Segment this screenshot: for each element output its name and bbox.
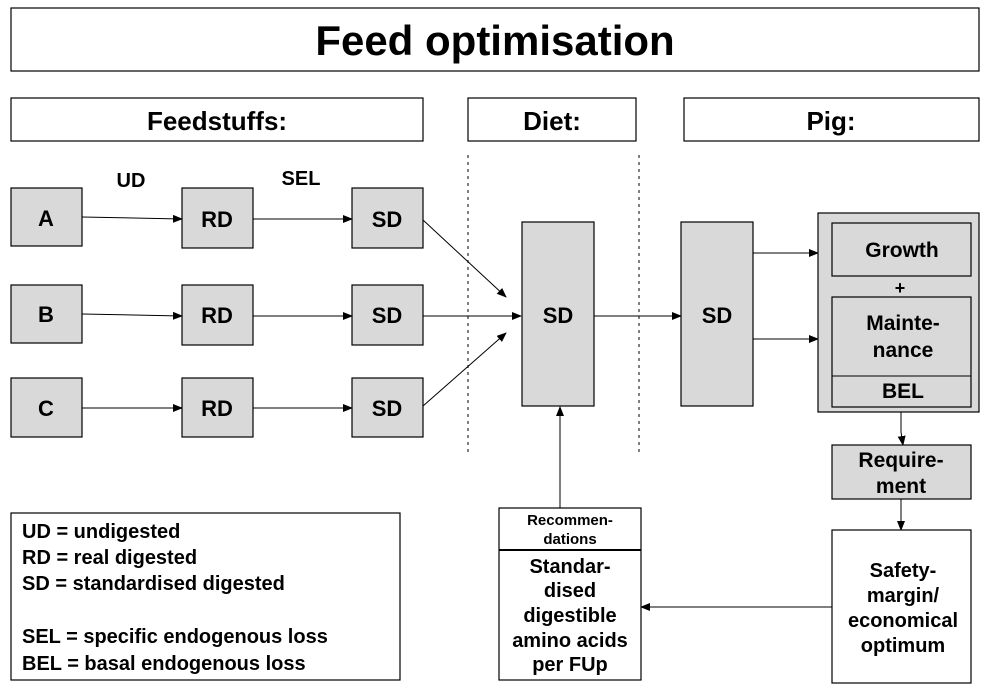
feedstuff-b-box: B xyxy=(10,284,83,344)
recommendations-header-line2: dations xyxy=(543,531,596,548)
legend-box: UD = undigested RD = real digested SD = … xyxy=(10,512,401,681)
recommendations-body-line1: Standar- xyxy=(529,556,610,578)
sd-label-b: SD xyxy=(372,303,403,328)
rd-label-b: RD xyxy=(201,303,233,328)
sd-box-a: SD xyxy=(351,187,424,249)
header-feedstuffs: Feedstuffs: xyxy=(10,97,424,142)
requirement-box: Require- ment xyxy=(831,444,972,500)
recommendations-box: Recommen- dations Standar- dised digesti… xyxy=(498,507,642,681)
header-diet-label: Diet: xyxy=(523,106,581,136)
sd-label-c: SD xyxy=(372,396,403,421)
requirement-label-line2: ment xyxy=(876,475,926,498)
pig-sd-box: SD xyxy=(680,221,754,407)
header-pig-label: Pig: xyxy=(806,106,855,136)
requirement-label-line1: Require- xyxy=(858,449,943,472)
diet-sd-label: SD xyxy=(543,303,574,328)
recommendations-header-line1: Recommen- xyxy=(527,512,613,529)
maintenance-label-line1: Mainte- xyxy=(866,312,940,335)
maintenance-box xyxy=(831,296,972,408)
legend-line-bel: BEL = basal endogenous loss xyxy=(22,653,306,675)
requirement-components-box: Growth + Mainte- nance BEL xyxy=(817,212,980,413)
safety-label-line1: Safety- xyxy=(870,560,937,582)
header-diet: Diet: xyxy=(467,97,637,142)
safety-label-line2: margin/ xyxy=(867,585,940,607)
legend-line-ud: UD = undigested xyxy=(22,521,180,543)
page-title: Feed optimisation xyxy=(315,17,674,64)
arrow-a-to-rd xyxy=(81,214,183,223)
sd-box-c: SD xyxy=(351,377,424,438)
growth-box xyxy=(831,222,972,277)
legend-line-sel: SEL = specific endogenous loss xyxy=(22,626,328,648)
arrow-b-to-rd xyxy=(81,311,183,320)
rd-box-a: RD xyxy=(181,187,254,249)
header-feedstuffs-label: Feedstuffs: xyxy=(147,106,287,136)
feedstuff-c-label: C xyxy=(38,396,54,421)
feedstuff-c-box: C xyxy=(10,377,83,438)
sd-label-a: SD xyxy=(372,207,403,232)
recommendations-body-line2: dised xyxy=(544,580,596,602)
rd-label-a: RD xyxy=(201,207,233,232)
feedstuff-a-box: A xyxy=(10,187,83,247)
arrow-components-to-requirement xyxy=(897,412,906,446)
rd-box-b: RD xyxy=(181,284,254,346)
recommendations-body-line3: digestible xyxy=(523,605,616,627)
maintenance-label-line2: nance xyxy=(873,339,934,362)
bel-label: BEL xyxy=(882,380,924,403)
recommendations-body-line5: per FUp xyxy=(532,654,608,676)
legend-line-sd: SD = standardised digested xyxy=(22,573,285,595)
growth-label: Growth xyxy=(865,239,939,262)
pig-sd-label: SD xyxy=(702,303,733,328)
title-box: Feed optimisation xyxy=(10,7,980,72)
legend-line-rd: RD = real digested xyxy=(22,547,197,569)
arrow-sd-a-to-diet xyxy=(422,219,507,298)
rd-box-c: RD xyxy=(181,377,254,438)
feedstuff-b-label: B xyxy=(38,302,54,327)
header-pig: Pig: xyxy=(683,97,980,142)
recommendations-body-line4: amino acids xyxy=(512,630,628,652)
diet-sd-box: SD xyxy=(521,221,595,407)
safety-label-line4: optimum xyxy=(861,635,945,657)
plus-sign: + xyxy=(895,278,906,298)
safety-label-line3: economical xyxy=(848,610,958,632)
feedstuff-a-label: A xyxy=(38,206,54,231)
arrow-sd-c-to-diet xyxy=(422,332,507,407)
sd-box-b: SD xyxy=(351,284,424,346)
ud-arrow-label: UD xyxy=(117,170,146,192)
sel-arrow-label: SEL xyxy=(282,168,321,190)
safety-margin-box: Safety- margin/ economical optimum xyxy=(831,529,972,684)
rd-label-c: RD xyxy=(201,396,233,421)
